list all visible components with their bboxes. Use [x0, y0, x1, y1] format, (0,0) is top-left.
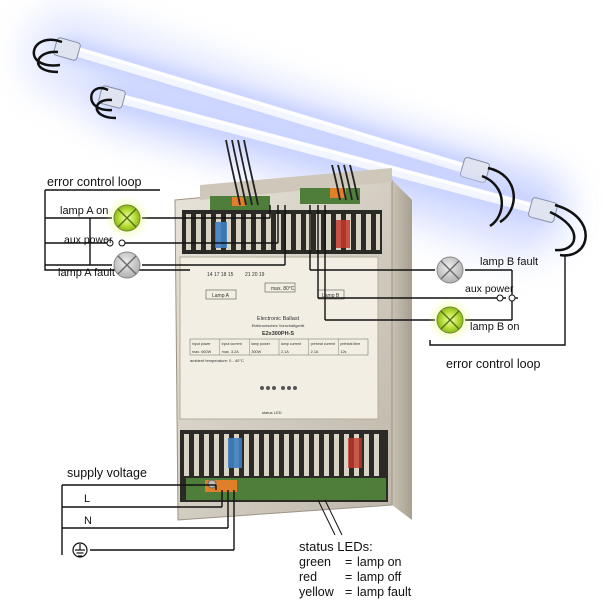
status-led-row-yellow: yellow=lamp fault [299, 585, 412, 599]
left-error-loop-wiring [44, 189, 286, 271]
lamp-b-on-label: lamp B on [470, 321, 520, 333]
status-led-color: green [299, 555, 331, 569]
ballast-subtitle-text: Elektronisches Vorschaltgerät [252, 323, 306, 328]
terminals-mid-text: 21 20 19 [245, 272, 265, 278]
spec-table: input power max. 660W input current max. 3,… [189, 338, 369, 356]
status-led-meaning: lamp off [357, 570, 402, 584]
aux-power-left-label: aux power [64, 234, 113, 246]
error-loop-left-label: error control loop [47, 175, 142, 189]
spec-table-header: input current [222, 342, 242, 346]
error-loop-right-label: error control loop [446, 357, 541, 371]
lamp-loop-wires [32, 38, 587, 257]
status-led-label-text: status LED [262, 410, 282, 415]
ballast-model-text: E2x300PH-S [262, 331, 294, 337]
lamp-to-ballast-wires [225, 139, 359, 206]
status-led-meaning: lamp fault [357, 585, 412, 599]
terminals-a-text: 14 17 18 15 [207, 272, 234, 278]
lamp-a-fault-indicator [113, 251, 141, 279]
ballast-title-text: Electronic Ballast [257, 316, 300, 322]
lamp-a-tube [53, 37, 491, 183]
spec-table-value: 2,1A [281, 350, 289, 354]
ballast-bottom-vents [180, 430, 388, 502]
lamp-b-fault-indicator [436, 256, 464, 284]
lamp-a-on-label: lamp A on [60, 205, 109, 217]
supply-voltage-label: supply voltage [67, 466, 147, 480]
lamp-b-box-text: Lamp B [322, 293, 340, 299]
status-led-meaning: lamp on [357, 555, 402, 569]
ground-icon [72, 542, 88, 558]
lamp-a-box-text: Lamp A [212, 293, 230, 299]
line-n-label: N [84, 515, 92, 527]
spec-table-value: max. 3,2A [222, 350, 240, 354]
ambient-text: ambient temperature: 0 - 40°C [190, 358, 244, 363]
spec-table-value: 2,1A [311, 350, 319, 354]
lamp-a-fault-label: lamp A fault [58, 267, 115, 279]
status-led-leaders [317, 499, 343, 536]
spec-table-header: lamp current [281, 342, 301, 346]
right-error-loop-wiring [309, 205, 566, 346]
status-led-color: red [299, 570, 318, 584]
aux-power-left-terminals [106, 239, 126, 247]
status-led-row-green: green=lamp on [299, 555, 402, 569]
lamp-b-on-indicator [428, 298, 472, 342]
spec-table-header: preheat current [311, 342, 335, 346]
spec-table-value: max. 660W [192, 350, 212, 354]
lamp-b-tube [98, 85, 558, 223]
spec-table-value: 12s [340, 350, 346, 354]
lamp-a-on-indicator [105, 196, 149, 240]
line-l-label: L [84, 493, 91, 505]
ballast-label: 14 17 18 15 Lamp A 21 20 19 max. 80°C La… [189, 272, 369, 415]
lamp-b-fault-label: lamp B fault [480, 256, 539, 268]
tc-label-text: max. 80°C [271, 286, 295, 292]
supply-wiring [61, 484, 235, 555]
status-led-row-red: red=lamp off [299, 570, 402, 584]
aux-power-right-terminals [496, 294, 516, 302]
spec-table-header: input power [192, 342, 211, 346]
status-led-color: yellow [299, 585, 334, 599]
spec-table-value: 300W [251, 350, 261, 354]
spec-table-header: lamp power [251, 342, 270, 346]
status-leds-title: status LEDs: [299, 539, 373, 554]
aux-power-right-label: aux power [465, 283, 514, 295]
spec-table-header: preheat time [340, 342, 360, 346]
